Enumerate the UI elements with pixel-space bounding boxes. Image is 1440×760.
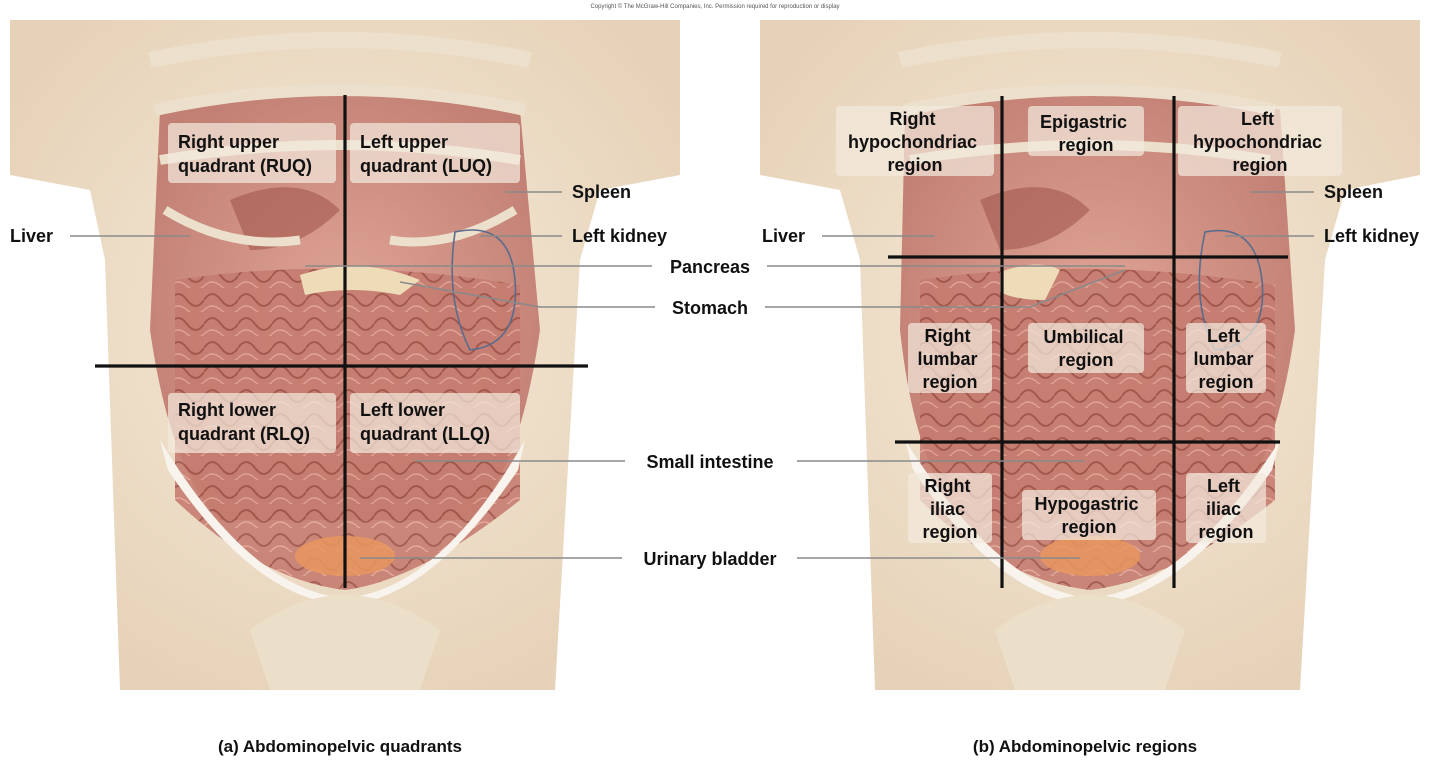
liver-label-b: Liver	[762, 226, 805, 246]
quadrant-label-boxes	[168, 123, 520, 453]
panel-a-quadrants: Right upper quadrant (RUQ) Left upper qu…	[10, 20, 680, 756]
hypogastric-label: Hypogastric region	[1034, 494, 1143, 537]
panel-b-caption: (b) Abdominopelvic regions	[973, 737, 1197, 756]
copyright-notice: Copyright © The McGraw-Hill Companies, I…	[590, 3, 839, 10]
rlq-label: Right lower quadrant (RLQ)	[178, 400, 310, 444]
urinary-bladder-label: Urinary bladder	[643, 549, 776, 569]
left-kidney-label-a: Left kidney	[572, 226, 667, 246]
pancreas-label: Pancreas	[670, 257, 750, 277]
left-lumbar-label: Left lumbar region	[1193, 326, 1258, 392]
umbilical-label: Umbilical region	[1043, 327, 1128, 370]
panel-b-leaders	[822, 191, 1314, 237]
spleen-label-b: Spleen	[1324, 182, 1383, 202]
ruq-label: Right upper quadrant (RUQ)	[178, 132, 312, 176]
luq-label: Left upper quadrant (LUQ)	[360, 132, 492, 176]
small-intestine-label: Small intestine	[646, 452, 773, 472]
spleen-label-a: Spleen	[572, 182, 631, 202]
left-hypochondriac-label: Left hypochondriac region	[1193, 109, 1327, 175]
left-kidney-label-b: Left kidney	[1324, 226, 1419, 246]
epigastric-label: Epigastric region	[1040, 112, 1132, 155]
right-iliac-label: Right iliac region	[922, 476, 977, 542]
region-label-boxes	[836, 106, 1342, 543]
stomach-label: Stomach	[672, 298, 748, 318]
panel-a-caption: (a) Abdominopelvic quadrants	[218, 737, 462, 756]
right-hypochondriac-label: Right hypochondriac region	[848, 109, 982, 175]
panel-a-leaders	[70, 191, 562, 237]
left-iliac-label: Left iliac region	[1198, 476, 1253, 542]
panel-b-regions: Right hypochondriac region Epigastric re…	[760, 20, 1420, 756]
shared-leaders	[305, 265, 1126, 559]
liver-label-a: Liver	[10, 226, 53, 246]
right-lumbar-label: Right lumbar region	[917, 326, 982, 392]
llq-label: Left lower quadrant (LLQ)	[360, 400, 490, 444]
